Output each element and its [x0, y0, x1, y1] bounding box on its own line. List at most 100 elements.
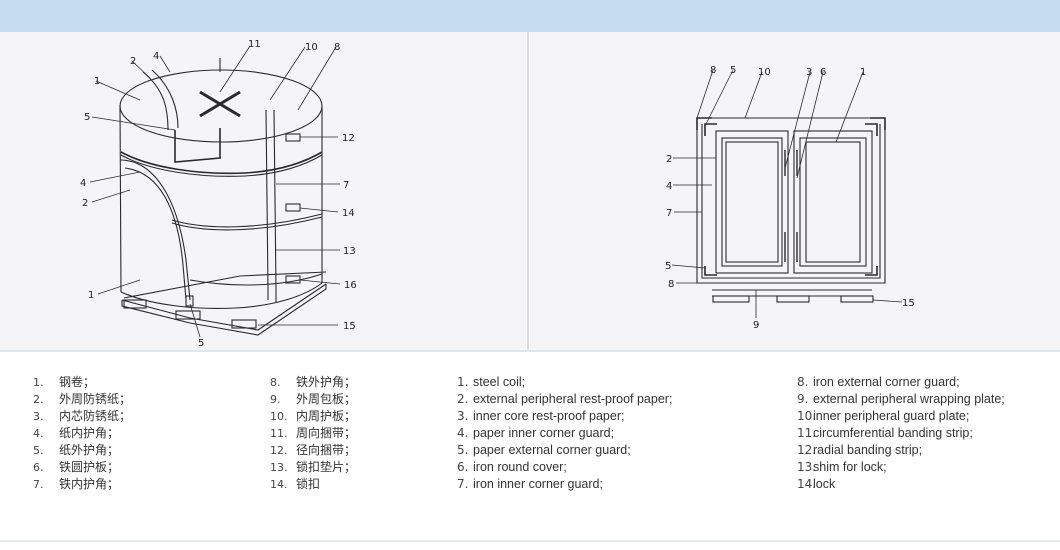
item-number: 6. — [457, 460, 469, 474]
legend-en-column-2: 8. iron external corner guard; 9.external… — [797, 374, 1005, 493]
callout-label: 5 — [84, 112, 90, 123]
legend-en-column-1: 1.steel coil; 2.external peripheral rest… — [457, 374, 672, 493]
callout-label: 14 — [342, 208, 355, 219]
callout-label: 10 — [305, 42, 318, 53]
callout-label: 4 — [80, 178, 86, 189]
list-item: 12.径向捆带； — [270, 442, 356, 459]
item-text: 内芯防锈纸； — [59, 409, 132, 423]
list-item: 12.radial banding strip; — [797, 442, 1005, 459]
item-text: inner peripheral guard plate; — [813, 409, 970, 423]
item-text: paper external corner guard; — [473, 443, 631, 457]
item-number: 4. — [33, 427, 44, 440]
item-text: 内周护板； — [296, 409, 357, 423]
item-number: 1. — [33, 376, 44, 389]
list-item: 13.锁扣垫片； — [270, 459, 356, 476]
item-text: iron inner corner guard; — [473, 477, 603, 491]
callout-label: 12 — [342, 133, 355, 144]
item-text: 铁内护角； — [59, 477, 120, 491]
item-number: 13. — [797, 460, 817, 474]
header-bar — [0, 0, 1060, 32]
list-item: 3. 内芯防锈纸； — [33, 408, 131, 425]
callout-label: 15 — [343, 321, 356, 332]
item-text: 钢卷； — [59, 375, 96, 389]
item-text: 锁扣 — [296, 477, 321, 491]
item-number: 2. — [457, 392, 469, 406]
coil-callout-labels: 1 2 4 11 10 8 5 12 7 4 2 14 13 1 16 15 5 — [80, 39, 357, 349]
item-number: 4. — [457, 426, 469, 440]
list-item: 5.paper external corner guard; — [457, 442, 672, 459]
list-item: 6.iron round cover; — [457, 459, 672, 476]
callout-label: 10 — [758, 67, 771, 78]
item-text: radial banding strip; — [813, 443, 923, 457]
list-item: 10.内周护板； — [270, 408, 356, 425]
list-item: 9.external peripheral wrapping plate; — [797, 391, 1005, 408]
item-number: 7. — [33, 478, 44, 491]
list-item: 13.shim for lock; — [797, 459, 1005, 476]
callout-label: 2 — [82, 198, 88, 209]
callout-label: 4 — [666, 181, 672, 192]
list-item: 9.外周包板； — [270, 391, 356, 408]
list-item: 2.外周防锈纸； — [33, 391, 131, 408]
list-item: 5. 纸外护角； — [33, 442, 131, 459]
item-text: iron external corner guard; — [813, 375, 960, 389]
item-text: 外周包板； — [296, 392, 357, 406]
list-item: 3.inner core rest-proof paper; — [457, 408, 672, 425]
item-text: external peripheral rest-proof paper; — [473, 392, 673, 406]
panel-divider — [527, 32, 529, 350]
callout-label: 16 — [344, 280, 357, 291]
item-text: 纸内护角； — [59, 426, 120, 440]
item-text: circumferential banding strip; — [813, 426, 973, 440]
list-item: 7.iron inner corner guard; — [457, 476, 672, 493]
callout-label: 11 — [248, 39, 261, 50]
callout-label: 7 — [343, 180, 349, 191]
item-text: 周向捆带； — [296, 426, 357, 440]
item-number: 14. — [797, 477, 817, 491]
callout-label: 8 — [334, 42, 340, 53]
item-number: 12. — [797, 443, 817, 457]
packaging-drawings: 1 2 4 11 10 8 5 12 7 4 2 14 13 1 16 15 5 — [80, 39, 915, 349]
item-number: 5. — [33, 444, 44, 457]
item-number: 3. — [33, 410, 44, 423]
callout-label: 8 — [668, 279, 674, 290]
callout-label: 15 — [902, 298, 915, 309]
list-item: 4.paper inner corner guard; — [457, 425, 672, 442]
callout-label: 5 — [665, 261, 671, 272]
item-number: 8. — [797, 375, 809, 389]
callout-label: 1 — [94, 76, 100, 87]
item-text: 外周防锈纸； — [59, 392, 132, 406]
callout-label: 7 — [666, 208, 672, 219]
item-text: 铁外护角； — [296, 375, 357, 389]
legend-cn-column-2: 8.铁外护角； 9.外周包板； 10.内周护板； 11. 周向捆带； 12.径向捆… — [270, 374, 356, 493]
item-number: 13. — [270, 461, 288, 474]
callout-label: 8 — [710, 65, 716, 76]
callout-label: 2 — [130, 56, 136, 67]
item-text: 纸外护角； — [59, 443, 120, 457]
item-text: steel coil; — [473, 375, 526, 389]
callout-label: 9 — [753, 320, 759, 331]
item-number: 3. — [457, 409, 469, 423]
item-number: 14. — [270, 478, 288, 491]
item-number: 12. — [270, 444, 288, 457]
legend-divider — [0, 350, 1060, 352]
list-item: 6.铁圆护板； — [33, 459, 131, 476]
callout-label: 1 — [860, 67, 866, 78]
callout-label: 1 — [88, 290, 94, 301]
item-number: 10. — [797, 409, 817, 423]
item-number: 9. — [797, 392, 809, 406]
callout-label: 4 — [153, 51, 159, 62]
list-item: 8. iron external corner guard; — [797, 374, 1005, 391]
list-item: 11. 周向捆带； — [270, 425, 356, 442]
item-number: 11. — [797, 426, 817, 440]
list-item: 1. 钢卷； — [33, 374, 131, 391]
list-item: 8.铁外护角； — [270, 374, 356, 391]
callout-label: 5 — [198, 338, 204, 349]
item-number: 11. — [270, 427, 288, 440]
section-callout-labels: 8 5 10 3 6 1 2 4 7 5 8 9 15 — [665, 65, 915, 331]
section-drawing-panel — [530, 32, 1060, 350]
callout-label: 5 — [730, 65, 736, 76]
item-text: shim for lock; — [813, 460, 887, 474]
item-text: 铁圆护板； — [59, 460, 120, 474]
coil-3d-drawing — [89, 45, 341, 338]
footer-divider — [0, 540, 1060, 542]
coil-drawing-panel — [0, 32, 526, 350]
